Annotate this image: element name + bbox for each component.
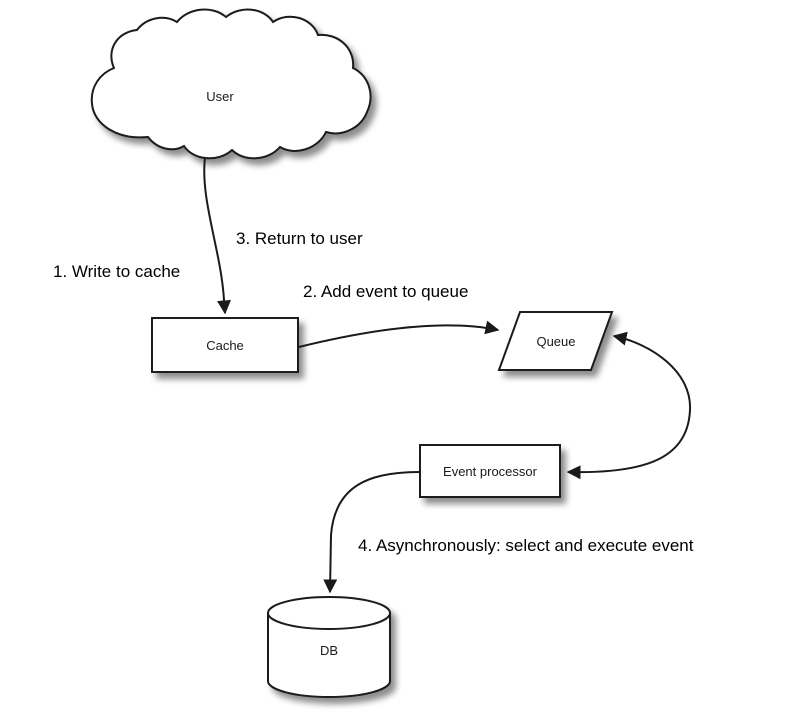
edge-cache-to-queue [298, 320, 500, 348]
node-cache-label: Cache [206, 338, 244, 353]
node-event-processor-label: Event processor [443, 464, 538, 479]
event-processor-box-shape [419, 444, 561, 498]
node-db-label: DB [320, 643, 338, 658]
step-label-2: 2. Add event to queue [303, 282, 468, 301]
step-label-4: 4. Asynchronously: select and execute ev… [358, 536, 694, 555]
db-cylinder-top [267, 596, 391, 630]
node-db[interactable] [267, 596, 391, 698]
edge-user-to-cache [203, 156, 232, 315]
node-user[interactable] [90, 8, 372, 160]
node-event-processor[interactable] [419, 444, 561, 498]
node-cache[interactable] [151, 317, 299, 373]
edge-event-processor-to-queue [566, 331, 692, 480]
edge-event-processor-to-db [323, 471, 420, 594]
step-label-1: 1. Write to cache [53, 262, 180, 281]
cache-box-shape [151, 317, 299, 373]
node-user-label: User [206, 89, 234, 104]
step-label-3: 3. Return to user [236, 229, 363, 248]
db-cylinder-body [267, 612, 391, 698]
node-queue-label: Queue [536, 334, 575, 349]
cloud-shape [90, 8, 372, 160]
